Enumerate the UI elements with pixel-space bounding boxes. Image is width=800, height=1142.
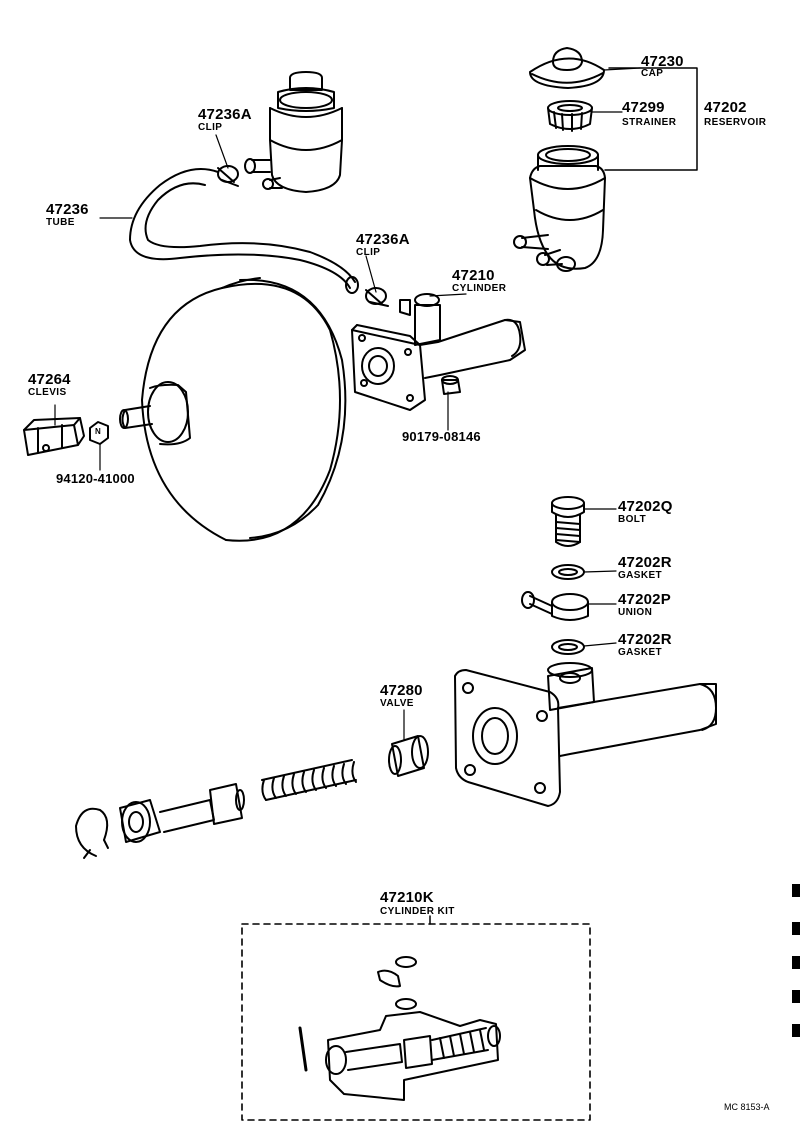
nut-marker: N [95, 427, 101, 436]
clevis-drawing [23, 417, 85, 456]
part-name-gasket-upper: GASKET [618, 570, 663, 581]
gasket-upper-drawing [551, 564, 585, 580]
part-number-47299: 47299 [622, 99, 665, 116]
master-cylinder-small-drawing [351, 293, 526, 411]
part-name-strainer: STRAINER [622, 117, 677, 128]
strainer-drawing [547, 100, 593, 132]
part-name-tube: TUBE [46, 217, 75, 228]
part-name-cap: CAP [641, 68, 664, 79]
part-number-90179-08146: 90179-08146 [402, 429, 481, 444]
small-nut-drawing [89, 421, 109, 445]
edge-tick [792, 922, 800, 935]
part-number-47202: 47202 [704, 99, 747, 116]
nut-drawing [441, 375, 461, 395]
part-name-cylinder-kit: CYLINDER KIT [380, 906, 455, 917]
edge-tick [792, 884, 800, 897]
piston-drawing [119, 783, 245, 843]
part-number-47236: 47236 [46, 201, 89, 218]
part-name-gasket-lower: GASKET [618, 647, 663, 658]
snap-ring-drawing [75, 807, 109, 859]
part-number-47202Q: 47202Q [618, 498, 673, 515]
part-number-47210K: 47210K [380, 889, 434, 906]
part-number-47202P: 47202P [618, 591, 671, 608]
part-number-47280: 47280 [380, 682, 423, 699]
part-number-94120-41000: 94120-41000 [56, 471, 135, 486]
part-name-bolt: BOLT [618, 514, 647, 525]
cylinder-kit-box [241, 915, 591, 1121]
edge-tick [792, 956, 800, 969]
part-name-valve: VALVE [380, 698, 414, 709]
bolt-drawing [551, 496, 585, 547]
part-name-clip-lower: CLIP [356, 247, 381, 258]
clip-lower-drawing [365, 287, 389, 307]
part-number-47264: 47264 [28, 371, 71, 388]
union-drawing [521, 591, 589, 621]
gasket-lower-drawing [551, 639, 585, 655]
cap-drawing [529, 47, 605, 89]
spring-drawing [261, 759, 357, 801]
part-name-clevis: CLEVIS [28, 387, 67, 398]
remote-reservoir-drawing [244, 71, 343, 193]
valve-drawing [388, 735, 429, 777]
part-name-reservoir: RESERVOIR [704, 117, 767, 128]
brake-booster-drawing [119, 277, 347, 542]
diagram-reference-code: MC 8153-A [724, 1102, 770, 1112]
part-number-47202R-lower: 47202R [618, 631, 672, 648]
part-number-47236A-lower: 47236A [356, 231, 410, 248]
part-name-clip-upper: CLIP [198, 122, 223, 133]
clip-upper-drawing [217, 165, 239, 187]
reservoir-drawing [513, 145, 606, 272]
edge-tick [792, 1024, 800, 1037]
part-number-47210: 47210 [452, 267, 495, 284]
part-number-47236A-upper: 47236A [198, 106, 252, 123]
part-name-cylinder: CYLINDER [452, 283, 507, 294]
leader-lines [54, 67, 641, 741]
master-cylinder-large-drawing [454, 662, 717, 807]
edge-tick [792, 990, 800, 1003]
part-number-47230: 47230 [641, 53, 684, 70]
tube-drawing [129, 168, 359, 294]
part-name-union: UNION [618, 607, 653, 618]
part-number-47202R-upper: 47202R [618, 554, 672, 571]
